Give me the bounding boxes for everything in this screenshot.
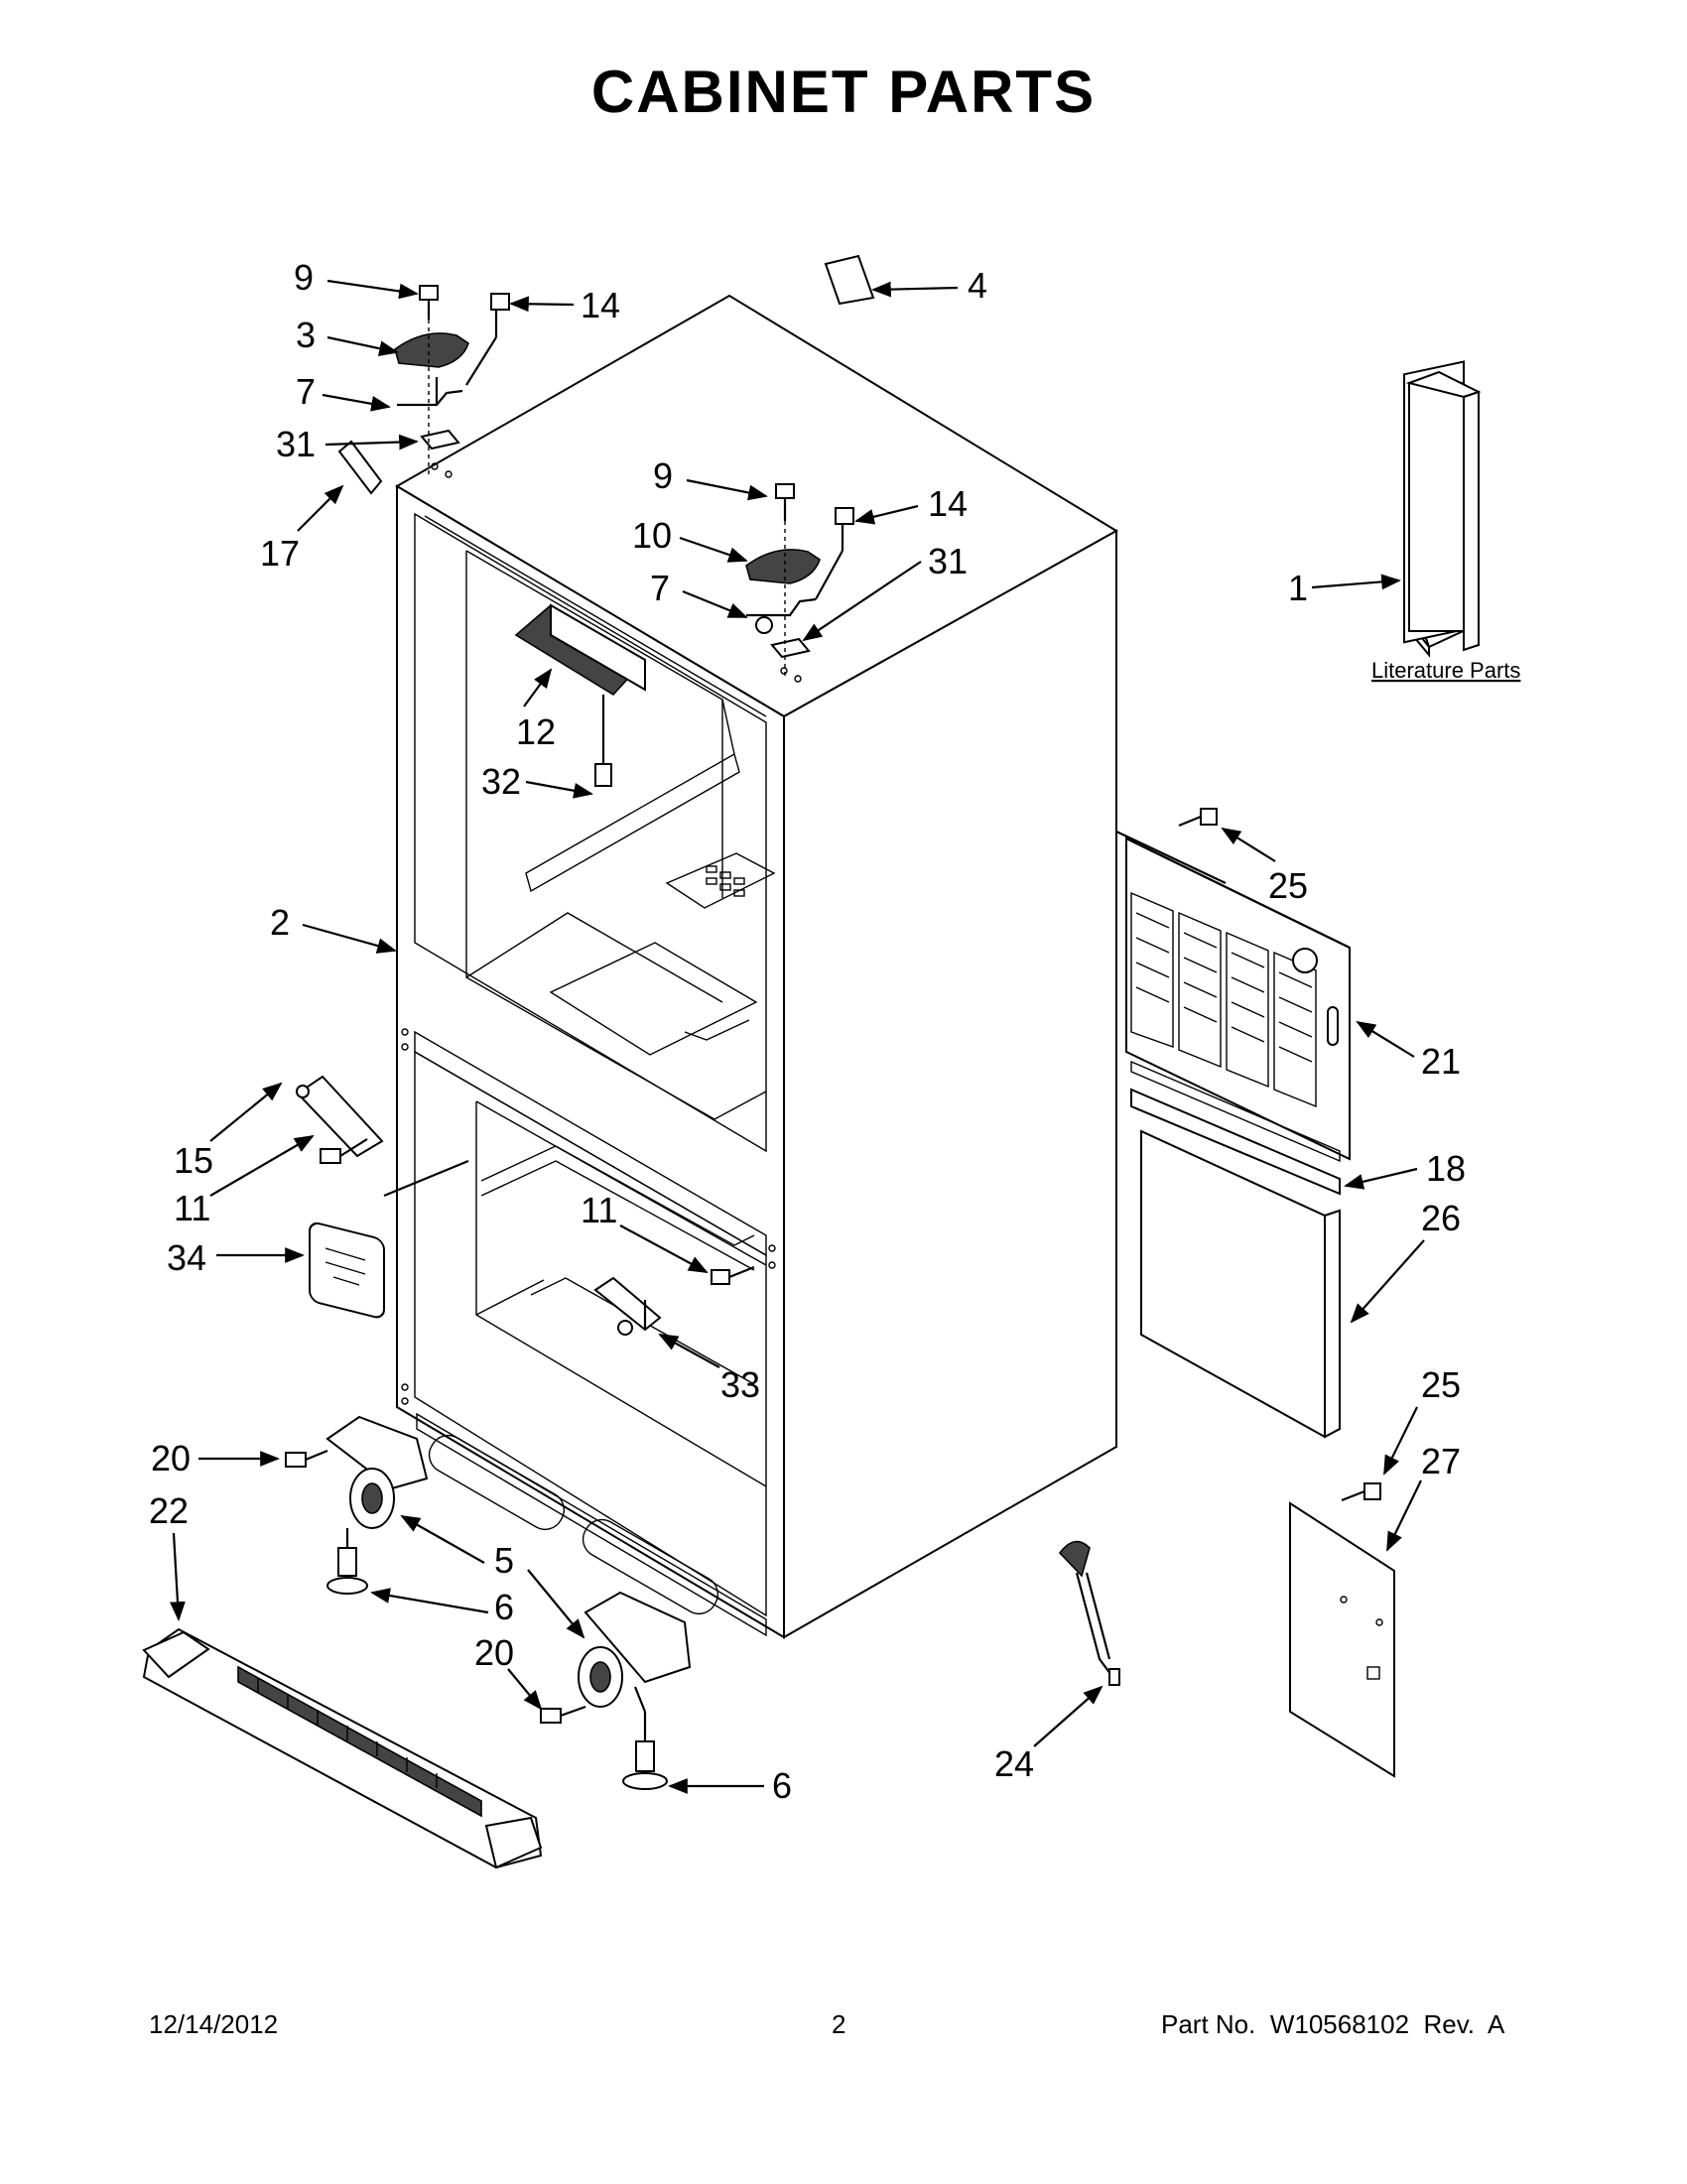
callout-31-top-left: 31 [276,424,316,464]
callout-14-top-left: 14 [581,285,620,325]
callout-9-top-left: 9 [294,257,314,298]
rear-grille-panel [1115,831,1351,1161]
callout-4: 4 [968,265,987,306]
callout-27: 27 [1421,1441,1461,1481]
callout-25-upper: 25 [1268,865,1308,906]
callout-labels: 9 14 3 7 31 17 4 9 14 10 31 7 1 12 32 2 … [149,257,1520,1806]
callout-6-lower: 6 [772,1765,792,1806]
page-title: CABINET PARTS [590,59,1097,125]
control-module-part [309,1221,385,1319]
callout-15: 15 [174,1140,213,1181]
wrench-part [1058,1540,1120,1686]
roller-left [285,1415,429,1595]
callout-5: 5 [494,1540,514,1581]
callout-24: 24 [994,1743,1034,1784]
callout-6-upper: 6 [494,1587,514,1627]
air-diffuser-part [514,603,647,787]
rear-cover-plate [1289,1501,1395,1778]
literature-book [1408,382,1465,632]
callout-18: 18 [1426,1148,1466,1189]
base-grille-part [142,1627,543,1869]
callout-14-top-right: 14 [928,483,968,524]
callout-9-top-right: 9 [653,455,673,496]
top-left-hinge-assembly [337,285,510,495]
footer-page-number: 2 [832,2009,846,2039]
callout-3: 3 [296,315,316,355]
callout-7-top-right: 7 [650,568,670,608]
leader-lines [170,279,1425,1794]
callout-25-lower: 25 [1421,1364,1461,1405]
literature-parts-label: Literature Parts [1371,658,1520,683]
rating-label-part [824,254,875,306]
footer-date: 12/14/2012 [149,2009,279,2039]
callout-1: 1 [1288,568,1308,608]
cabinet [395,294,1118,1639]
callout-10: 10 [632,515,672,556]
base-grille-slots [257,1678,438,1788]
gasket-strip-part [1130,1088,1341,1196]
callout-22: 22 [149,1490,189,1531]
callout-11-left: 11 [174,1188,210,1228]
callout-20-right: 20 [474,1632,514,1673]
callout-33: 33 [720,1364,760,1405]
freezer-hinge-left [296,1075,384,1164]
roller-right [540,1591,692,1790]
freezer-hinge-right [593,1265,755,1336]
callout-32: 32 [481,761,521,802]
callout-17: 17 [260,533,300,574]
callout-12: 12 [516,711,556,752]
callout-26: 26 [1421,1198,1461,1238]
callout-21: 21 [1421,1041,1461,1082]
callout-11-center: 11 [581,1190,617,1230]
callout-31-top-right: 31 [928,541,968,581]
top-right-hinge-assembly [745,483,854,680]
grille-slots [1130,891,1317,1108]
vent-grid [706,865,745,897]
callout-7-top-left: 7 [296,371,316,412]
callout-2: 2 [270,902,290,943]
footer-part-number: Part No. W10568102 Rev. A [1161,2009,1505,2039]
callout-20-left: 20 [151,1438,191,1478]
callout-34: 34 [167,1237,206,1278]
